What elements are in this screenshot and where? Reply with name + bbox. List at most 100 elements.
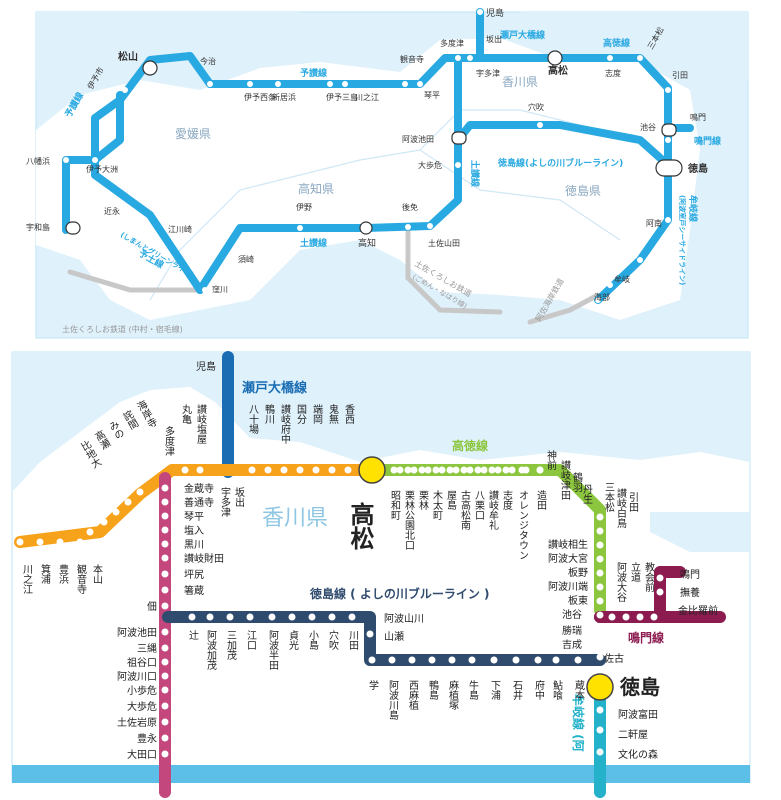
station-label: 阿波半田 bbox=[267, 630, 279, 670]
station-label: 阿波大宮 bbox=[548, 552, 588, 565]
station-dot bbox=[488, 466, 496, 474]
station-dot bbox=[161, 586, 169, 594]
station-matsuyama-marker bbox=[142, 60, 158, 76]
station-label: 撫養 bbox=[680, 586, 700, 599]
station-dot bbox=[36, 538, 44, 546]
station-dot bbox=[122, 87, 128, 93]
station-label: 善通寺 bbox=[184, 496, 214, 509]
station-dot bbox=[607, 282, 613, 288]
station-dot bbox=[452, 466, 460, 474]
station-dot bbox=[596, 513, 604, 521]
station-dot bbox=[161, 718, 169, 726]
station-takamatsu-marker bbox=[358, 456, 386, 484]
station-label: 讃岐府中 bbox=[279, 403, 291, 445]
tosa-kuroshio-nakamura-line bbox=[67, 269, 208, 293]
station-dot bbox=[308, 613, 316, 621]
station-dot bbox=[181, 466, 189, 474]
station-dot bbox=[596, 527, 604, 535]
station-dot bbox=[56, 538, 64, 546]
station-label: 学 bbox=[367, 679, 379, 690]
station-dot bbox=[76, 538, 84, 546]
station-niihama: 新居浜 bbox=[272, 92, 296, 102]
station-kaifu: 海部 bbox=[594, 292, 610, 302]
station-shido: 志度 bbox=[605, 68, 621, 78]
station-dot bbox=[117, 207, 123, 213]
station-dot bbox=[161, 602, 169, 610]
station-kubokawa: 窪川 bbox=[212, 284, 228, 294]
station-dot bbox=[432, 466, 440, 474]
station-dot bbox=[312, 466, 320, 474]
station-dot bbox=[197, 272, 203, 278]
station-dot bbox=[161, 672, 169, 680]
station-dot bbox=[288, 613, 296, 621]
station-label: 麻植塚 bbox=[447, 679, 459, 711]
station-label: 木太町 bbox=[431, 490, 443, 520]
station-ekawasaki: 江川崎 bbox=[168, 224, 192, 234]
station-dot bbox=[161, 570, 169, 578]
station-label: オレンジタウン bbox=[517, 490, 529, 560]
station-label: 豊永 bbox=[137, 732, 157, 745]
station-dot bbox=[368, 656, 376, 664]
station-kojima-label: 児島 bbox=[196, 360, 216, 373]
station-dot bbox=[161, 554, 169, 562]
station-dot bbox=[246, 613, 254, 621]
station-dot bbox=[665, 137, 671, 143]
station-dot bbox=[460, 466, 468, 474]
station-label: 讃岐相生 bbox=[548, 538, 588, 551]
station-label: 祖谷口 bbox=[127, 656, 157, 669]
station-hiketa: 引田 bbox=[672, 71, 688, 80]
label-seto-ohashi-line: 瀬戸大橋線 bbox=[242, 380, 308, 396]
station-yawatahama: 八幡浜 bbox=[26, 156, 50, 166]
station-label: 古高松南 bbox=[459, 489, 471, 530]
station-dot bbox=[366, 630, 374, 638]
station-dot bbox=[656, 588, 664, 596]
station-gomen: 後免 bbox=[402, 202, 418, 212]
station-label: 金比羅前 bbox=[678, 604, 718, 617]
station-label: 三本松 bbox=[603, 482, 615, 513]
station-dot bbox=[161, 512, 169, 520]
label-seto-ohashi-line: 瀬戸大橋線 bbox=[500, 29, 545, 41]
station-dot bbox=[596, 625, 604, 633]
station-label: 讃岐財田 bbox=[184, 552, 224, 565]
station-dot bbox=[226, 613, 234, 621]
station-label: 神前 bbox=[545, 449, 557, 471]
station-dot bbox=[16, 538, 24, 546]
station-label: 阿波富田 bbox=[618, 708, 658, 721]
station-tokushima: 徳島 bbox=[687, 162, 708, 175]
station-dot bbox=[417, 81, 423, 87]
station-dot bbox=[405, 224, 411, 230]
station-dot bbox=[172, 232, 178, 238]
station-dot bbox=[552, 656, 560, 664]
station-label: 江口 bbox=[245, 630, 257, 650]
station-dot bbox=[596, 569, 604, 577]
station-label: 琴平 bbox=[184, 511, 204, 523]
station-dot bbox=[512, 656, 520, 664]
yosan-line-track bbox=[62, 52, 459, 234]
station-awaikeda-marker bbox=[451, 131, 467, 145]
station-dot bbox=[328, 466, 336, 474]
station-dot bbox=[636, 613, 644, 621]
region-tokushima: 徳島県 bbox=[565, 183, 601, 198]
station-dot bbox=[477, 9, 483, 15]
station-dot bbox=[637, 257, 643, 263]
station-dot bbox=[410, 466, 418, 474]
station-sakaide: 坂出 bbox=[486, 34, 502, 44]
station-iyosaijo: 伊予西条 bbox=[244, 92, 276, 102]
station-mugi: 牟岐 bbox=[614, 274, 630, 284]
label-tosa-nakamura: 土佐くろしお鉄道 (中村・宿毛線) bbox=[62, 324, 183, 334]
station-kochi: 高知 bbox=[358, 237, 376, 249]
station-anabuki: 穴吹 bbox=[528, 102, 544, 112]
station-label: 鶴羽 bbox=[571, 471, 583, 492]
station-dot bbox=[196, 466, 204, 474]
tosa-kuroshio-gomen-line bbox=[405, 225, 503, 315]
station-dot bbox=[161, 540, 169, 548]
station-label: 穴吹 bbox=[327, 629, 339, 651]
station-label: 坪尻 bbox=[184, 568, 204, 581]
station-label: 阿波川口 bbox=[117, 670, 157, 683]
station-dot bbox=[650, 613, 658, 621]
station-dot bbox=[86, 528, 94, 536]
station-dot bbox=[622, 613, 630, 621]
region-ehime: 愛媛県 bbox=[175, 127, 211, 141]
station-dot bbox=[297, 225, 303, 231]
station-dot bbox=[408, 656, 416, 664]
